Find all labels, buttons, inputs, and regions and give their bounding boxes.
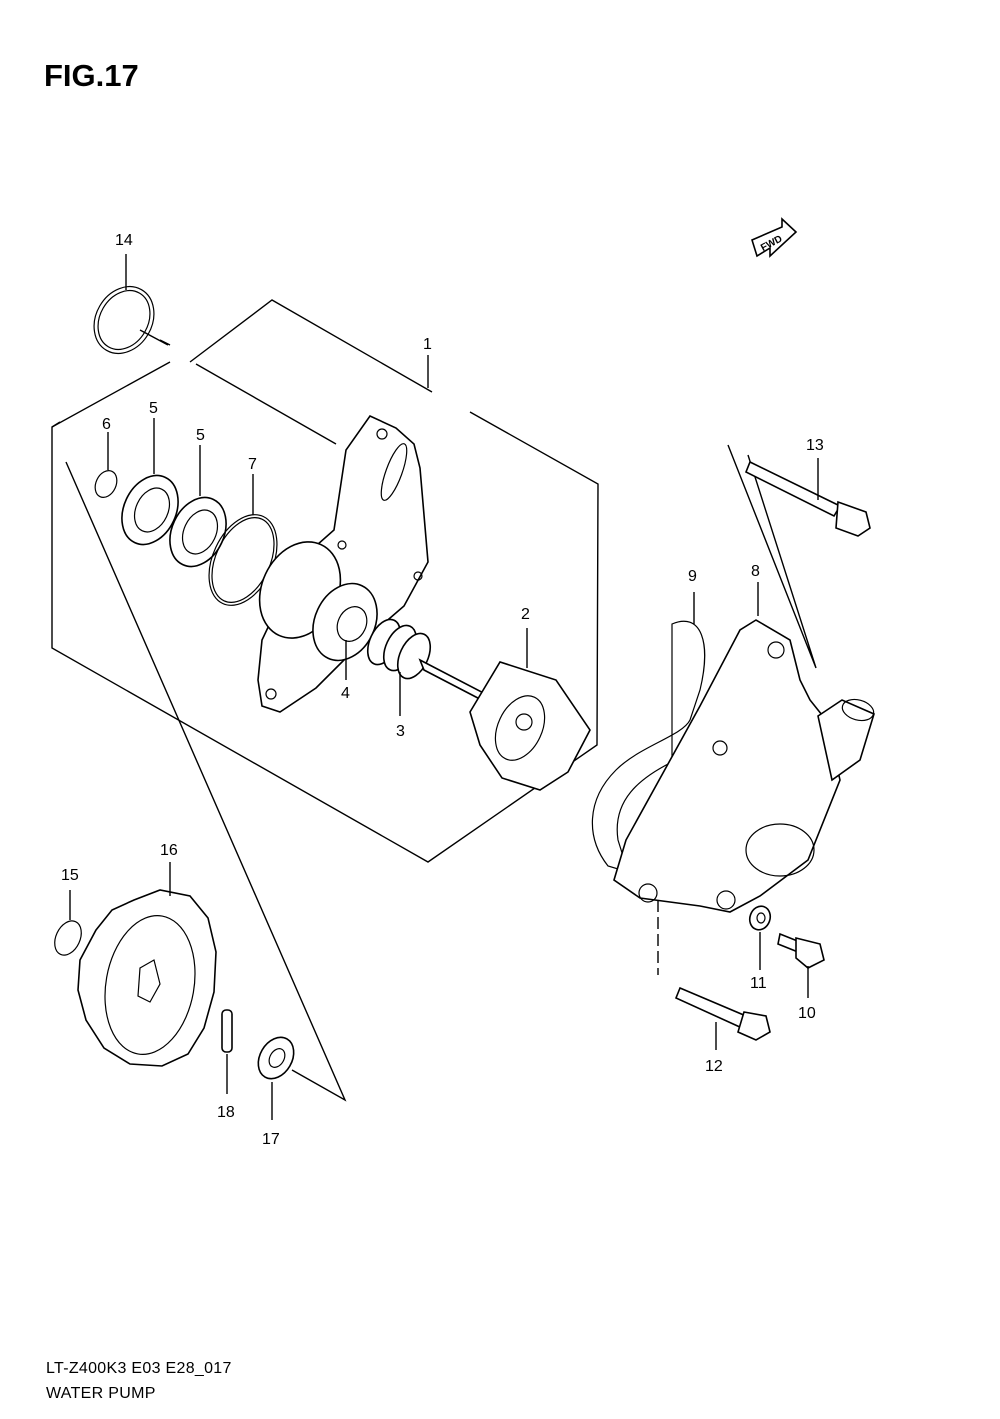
gasket-9 bbox=[591, 592, 706, 873]
assembly-outline bbox=[51, 299, 817, 1102]
callout-10: 10 bbox=[798, 1005, 816, 1022]
callout-6: 6 bbox=[102, 416, 111, 433]
pin-18 bbox=[221, 1009, 233, 1094]
pump-cover-8 bbox=[613, 582, 875, 913]
bolt-13 bbox=[744, 458, 871, 537]
circlip-15 bbox=[54, 890, 82, 956]
bolt-12 bbox=[657, 900, 771, 1050]
callout-5b: 5 bbox=[196, 427, 205, 444]
circlip-6 bbox=[94, 432, 118, 498]
callout-3: 3 bbox=[396, 723, 405, 740]
figure-name: WATER PUMP bbox=[46, 1385, 156, 1402]
figure-code: LT-Z400K3 E03 E28_017 bbox=[46, 1360, 232, 1377]
callout-9: 9 bbox=[688, 568, 697, 585]
callout-16: 16 bbox=[160, 842, 178, 859]
callout-2: 2 bbox=[521, 606, 530, 623]
bearing-5-outer bbox=[121, 418, 179, 546]
callout-11: 11 bbox=[750, 975, 767, 992]
o-ring-14 bbox=[93, 254, 169, 354]
washer-17 bbox=[257, 1036, 295, 1120]
impeller-2 bbox=[418, 628, 591, 791]
callout-15: 15 bbox=[61, 867, 79, 884]
washer-11 bbox=[748, 905, 772, 970]
callout-18: 18 bbox=[217, 1104, 235, 1121]
bolt-10 bbox=[777, 932, 825, 998]
fwd-arrow-icon: FWD bbox=[751, 217, 798, 258]
callout-13: 13 bbox=[806, 437, 824, 454]
callout-7: 7 bbox=[248, 456, 257, 473]
pump-case-1 bbox=[257, 355, 429, 713]
callout-14: 14 bbox=[115, 232, 133, 249]
callout-5a: 5 bbox=[149, 400, 158, 417]
gear-16 bbox=[77, 862, 217, 1067]
callout-4: 4 bbox=[341, 685, 350, 702]
figure-title: FIG.17 bbox=[44, 58, 139, 93]
callout-8: 8 bbox=[751, 563, 760, 580]
callout-1: 1 bbox=[423, 336, 432, 353]
callout-12: 12 bbox=[705, 1058, 723, 1075]
callout-17: 17 bbox=[262, 1131, 280, 1148]
